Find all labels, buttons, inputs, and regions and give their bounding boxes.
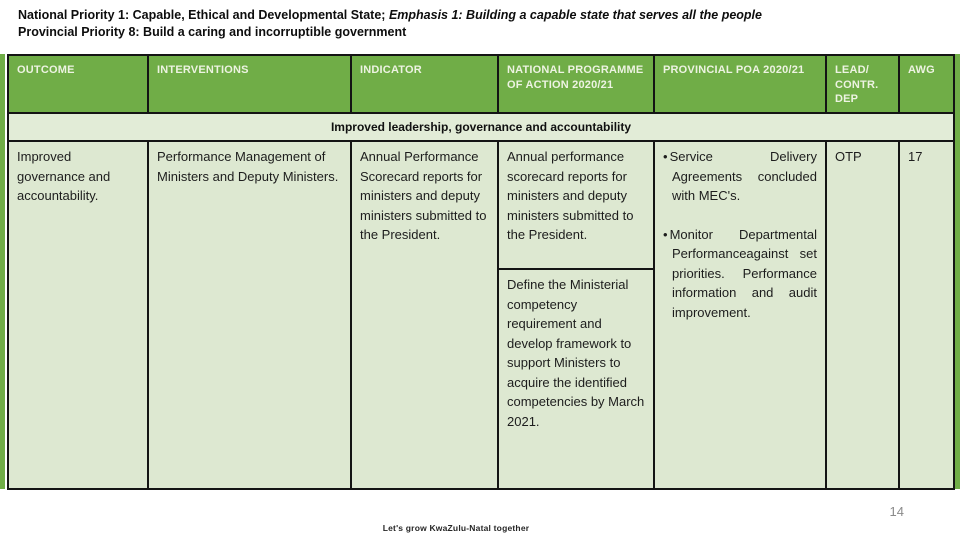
title-line-1-normal: National Priority 1: Capable, Ethical an… bbox=[18, 8, 389, 22]
column-header-awg: AWG bbox=[898, 54, 955, 114]
page-number: 14 bbox=[889, 504, 904, 519]
cell-lead-dep: OTP bbox=[825, 140, 900, 490]
cell-national-poa-2: Define the Ministerial competency requir… bbox=[497, 268, 655, 490]
cell-awg: 17 bbox=[898, 140, 955, 490]
column-header-lead-dep: LEAD/ CONTR. DEP bbox=[825, 54, 900, 114]
cell-interventions: Performance Management of Ministers and … bbox=[147, 140, 352, 490]
cell-provincial-poa: Service Delivery Agreements concluded wi… bbox=[653, 140, 827, 490]
table-row: Define the Ministerial competency requir… bbox=[8, 268, 954, 490]
provincial-poa-bullet-2: Monitor Departmental Performanceagainst … bbox=[663, 225, 817, 323]
column-header-indicator: INDICATOR bbox=[350, 54, 499, 114]
section-banner-row: Improved leadership, governance and acco… bbox=[7, 112, 955, 142]
table-header-row: OUTCOME INTERVENTIONS INDICATOR NATIONAL… bbox=[7, 54, 955, 114]
section-banner-label: Improved leadership, governance and acco… bbox=[7, 112, 955, 142]
poa-table: OUTCOME INTERVENTIONS INDICATOR NATIONAL… bbox=[7, 54, 955, 490]
column-header-provincial-poa: PROVINCIAL POA 2020/21 bbox=[653, 54, 827, 114]
column-header-national-poa: NATIONAL PROGRAMME OF ACTION 2020/21 bbox=[497, 54, 655, 114]
provincial-poa-bullet-1: Service Delivery Agreements concluded wi… bbox=[663, 147, 817, 206]
cell-indicator: Annual Performance Scorecard reports for… bbox=[350, 140, 499, 490]
cell-outcome: Improved governance and accountability. bbox=[7, 140, 149, 490]
green-border-left bbox=[0, 54, 5, 489]
column-header-interventions: INTERVENTIONS bbox=[147, 54, 352, 114]
slide-title: National Priority 1: Capable, Ethical an… bbox=[18, 7, 946, 41]
title-line-1-emphasis: Emphasis 1: Building a capable state tha… bbox=[388, 8, 762, 22]
column-header-outcome: OUTCOME bbox=[7, 54, 149, 114]
cell-national-poa-1: Annual performance scorecard reports for… bbox=[497, 140, 655, 270]
title-line-1: National Priority 1: Capable, Ethical an… bbox=[18, 7, 946, 24]
title-line-2: Provincial Priority 8: Build a caring an… bbox=[18, 25, 407, 39]
footer-slogan: Let's grow KwaZulu-Natal together bbox=[382, 523, 530, 533]
green-border-right bbox=[955, 54, 960, 489]
table-row: Improved governance and accountability. … bbox=[7, 140, 955, 490]
